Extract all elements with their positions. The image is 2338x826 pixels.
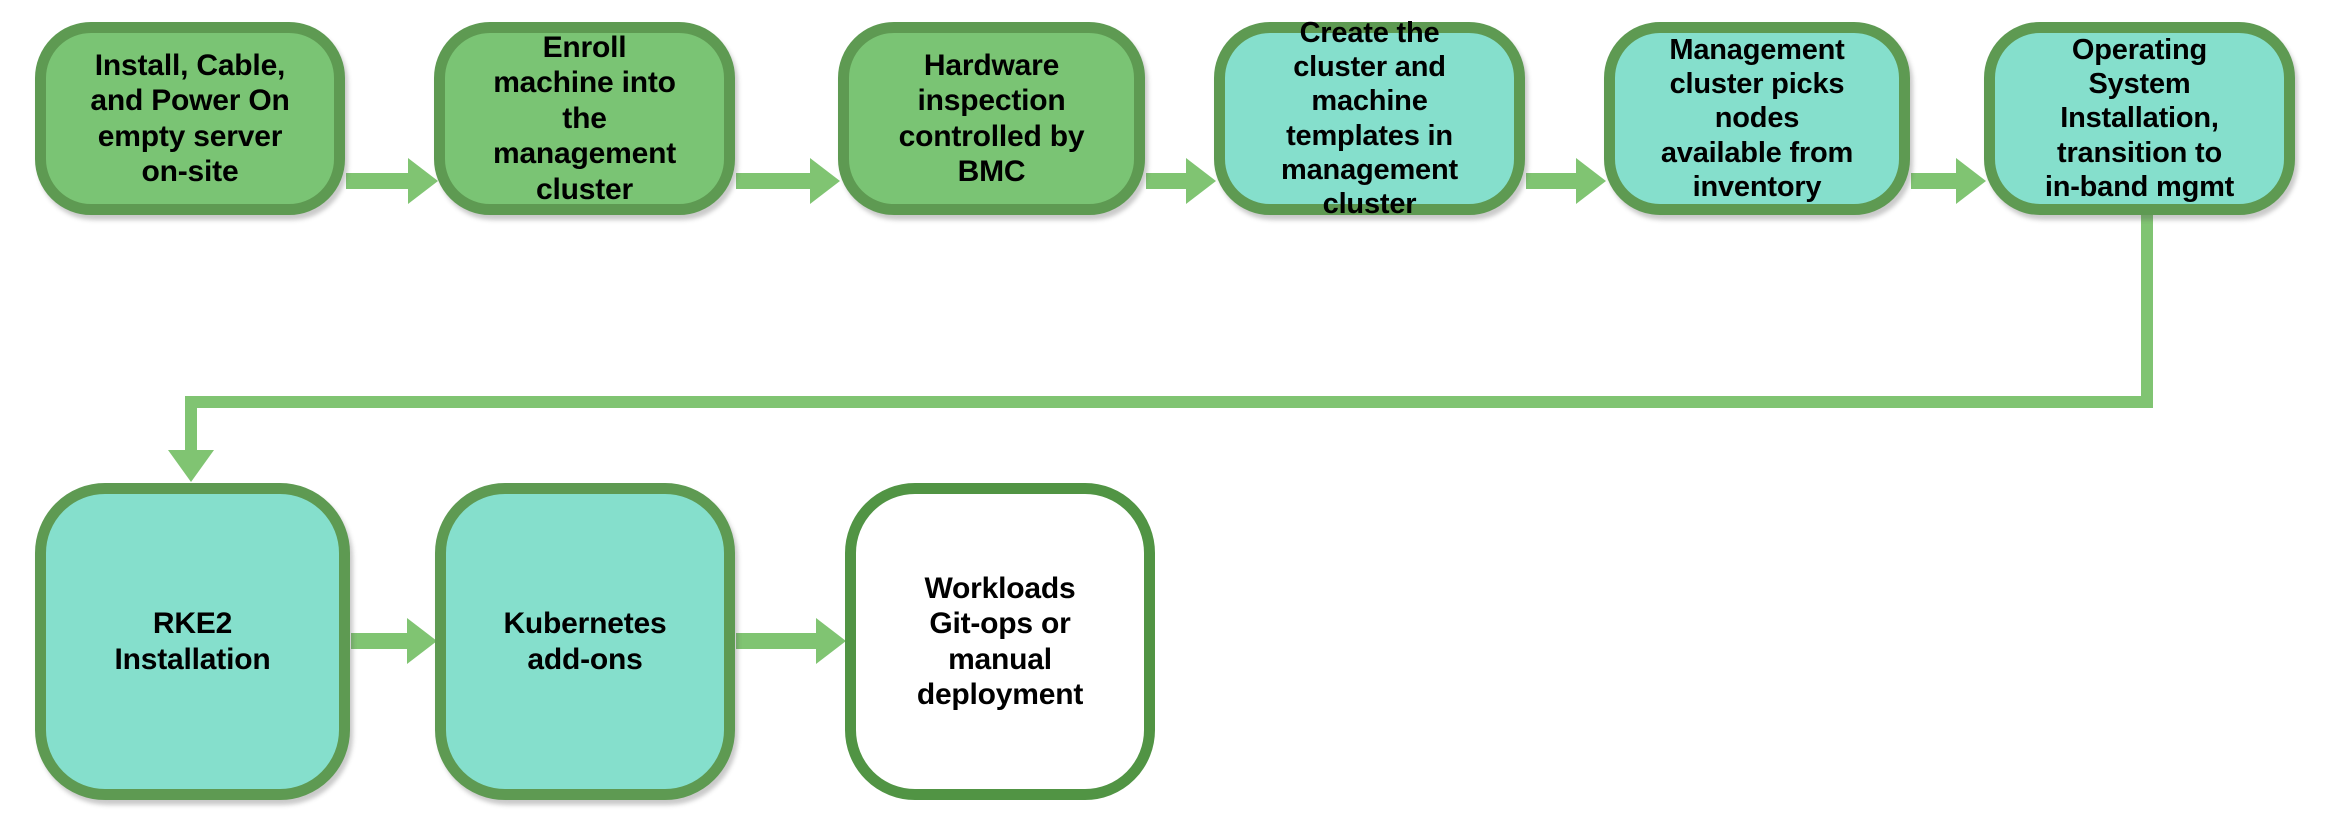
arrow-kubernetes-addons-to-workloads <box>736 618 846 664</box>
node-management-cluster-picks-nodes[interactable]: Management cluster picks nodes available… <box>1604 22 1910 215</box>
arrow-enroll-to-hardware <box>736 158 840 204</box>
arrow-shaft <box>1911 173 1960 189</box>
arrow-shaft <box>1526 173 1580 189</box>
arrow-head-right-icon <box>816 618 846 664</box>
arrow-shaft <box>736 633 820 649</box>
node-install-cable-power-on[interactable]: Install, Cable, and Power On empty serve… <box>35 22 345 215</box>
arrow-head-right-icon <box>407 618 437 664</box>
arrow-management-to-os-installation <box>1911 158 1986 204</box>
arrow-head-down-icon <box>168 450 214 482</box>
node-label: Create the cluster and machine templates… <box>1281 16 1458 220</box>
node-rke2-installation[interactable]: RKE2 Installation <box>35 483 350 800</box>
arrow-head-right-icon <box>1186 158 1216 204</box>
node-label: Enroll machine into the management clust… <box>492 31 677 206</box>
arrow-shaft <box>346 173 412 189</box>
arrow-shaft <box>351 633 411 649</box>
node-label: Management cluster picks nodes available… <box>1660 33 1854 203</box>
elbow-segment-vertical-left <box>185 396 197 456</box>
node-os-installation[interactable]: Operating System Installation, transitio… <box>1984 22 2295 215</box>
node-label: Operating System Installation, transitio… <box>2044 33 2235 203</box>
node-workloads-deployment[interactable]: Workloads Git-ops or manual deployment <box>845 483 1155 800</box>
node-label: Kubernetes add-ons <box>503 607 667 676</box>
node-hardware-inspection[interactable]: Hardware inspection controlled by BMC <box>838 22 1145 215</box>
arrow-shaft <box>1146 173 1190 189</box>
arrow-create-cluster-to-management <box>1526 158 1606 204</box>
node-label: RKE2 Installation <box>114 607 271 676</box>
node-label: Hardware inspection controlled by BMC <box>898 48 1085 188</box>
arrow-shaft <box>736 173 814 189</box>
arrow-down-into-rke2 <box>168 450 214 484</box>
arrow-head-right-icon <box>1576 158 1606 204</box>
arrow-hardware-to-create-cluster <box>1146 158 1216 204</box>
arrow-install-to-enroll <box>346 158 438 204</box>
node-label: Workloads Git-ops or manual deployment <box>916 571 1084 711</box>
elbow-segment-vertical-right <box>2141 214 2153 402</box>
node-create-cluster-templates[interactable]: Create the cluster and machine templates… <box>1214 17 1525 220</box>
arrow-head-right-icon <box>408 158 438 204</box>
arrow-head-right-icon <box>1956 158 1986 204</box>
node-kubernetes-add-ons[interactable]: Kubernetes add-ons <box>435 483 735 800</box>
node-enroll-machine[interactable]: Enroll machine into the management clust… <box>434 22 735 215</box>
arrow-head-right-icon <box>810 158 840 204</box>
elbow-segment-horizontal <box>185 396 2153 408</box>
arrow-rke2-to-kubernetes-addons <box>351 618 437 664</box>
node-label: Install, Cable, and Power On empty serve… <box>90 48 290 188</box>
